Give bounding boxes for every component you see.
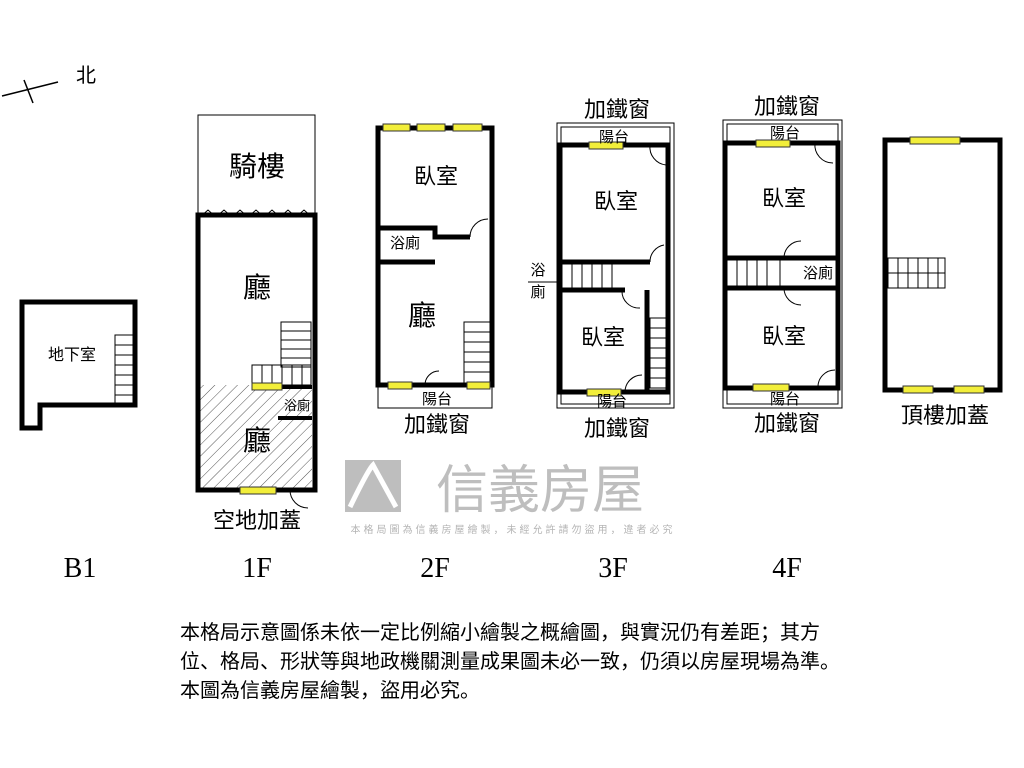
room-bedroom: 臥室 [414,164,458,189]
stairs [561,263,667,389]
room-bath-b: 廁 [530,283,545,301]
watermark-notice: 本格局圖為信義房屋繪製，未經允許請勿盜用，違者必究 [351,523,676,536]
north-label: 北 [76,64,96,87]
floor-label-4f: 4F [772,553,802,584]
label-iron-window-top: 加鐵窗 [584,97,650,122]
floor-roof: 頂樓加蓋 [882,136,1003,428]
floor-label-3f: 3F [598,553,628,584]
floor-label-b1: B1 [64,553,97,584]
room-basement: 地下室 [48,346,96,364]
disclaimer: 本格局示意圖係未依一定比例縮小繪製之概繪圖，與實況仍有差距；其方 位、格局、形狀… [180,619,840,706]
room-living: 廳 [243,272,271,304]
door-icon [289,489,309,509]
window [251,382,283,391]
room-bath: 浴廁 [390,234,420,252]
floor-4f: 加鐵窗 陽台 臥室 浴廁 臥室 陽台 加鐵窗 4F [722,94,843,584]
room-bath-a: 浴 [530,262,545,279]
stairs [726,259,781,287]
label-iron-window-bottom: 加鐵窗 [754,411,820,436]
north-arrow-icon: 北 [1,64,96,104]
disclaimer-line-3: 本圖為信義房屋繪製，盜用必究。 [180,680,480,702]
window [239,486,277,495]
floor-label-1f: 1F [242,553,272,584]
watermark: 信義房屋 本格局圖為信義房屋繪製，未經允許請勿盜用，違者必究 [345,460,676,536]
room-balcony-bottom: 陽台 [770,391,800,408]
room-bedroom-1: 臥室 [762,186,806,211]
stairs [887,257,946,289]
room-bedroom-2: 臥室 [581,325,625,350]
floor-2f: 臥室 浴廁 廳 陽台 加鐵窗 2F [375,123,495,584]
disclaimer-line-1: 本格局示意圖係未依一定比例縮小繪製之概繪圖，與實況仍有差距；其方 [180,622,820,644]
label-extension: 空地加蓋 [213,508,301,533]
room-bedroom-2: 臥室 [762,324,806,349]
stairs [114,334,134,404]
stairs [463,321,491,385]
label-iron-window-bottom: 加鐵窗 [584,416,650,441]
room-balcony-top: 陽台 [770,125,800,142]
room-balcony-bottom: 陽台 [597,393,627,410]
room-arcade: 騎樓 [229,151,285,183]
label-iron-window-top: 加鐵窗 [754,94,820,119]
room-living-2: 廳 [243,425,271,457]
stairs [251,321,312,386]
room-living: 廳 [408,300,436,332]
floor-3f: 加鐵窗 陽台 臥室 浴 廁 臥室 陽台 加鐵窗 3F [528,97,675,584]
room-bath: 浴廁 [284,398,310,413]
room-bath: 浴廁 [803,264,833,282]
watermark-brand: 信義房屋 [436,461,644,521]
room-balcony-top: 陽台 [599,129,629,146]
floor-1f: 騎樓 廳 浴廁 廳 空地加蓋 1F [195,114,318,584]
floor-b1: 地下室 B1 [19,299,138,584]
room-bedroom-1: 臥室 [594,189,638,214]
label-rooftop-extension: 頂樓加蓋 [901,403,989,428]
label-iron-window: 加鐵窗 [404,412,470,437]
room-balcony: 陽台 [422,391,452,408]
door-icon [424,370,440,386]
disclaimer-line-2: 位、格局、形狀等與地政機關測量成果圖未必一致，仍須以房屋現場為準。 [180,651,840,673]
hatched-extension-area [200,385,312,488]
floor-label-2f: 2F [420,553,450,584]
